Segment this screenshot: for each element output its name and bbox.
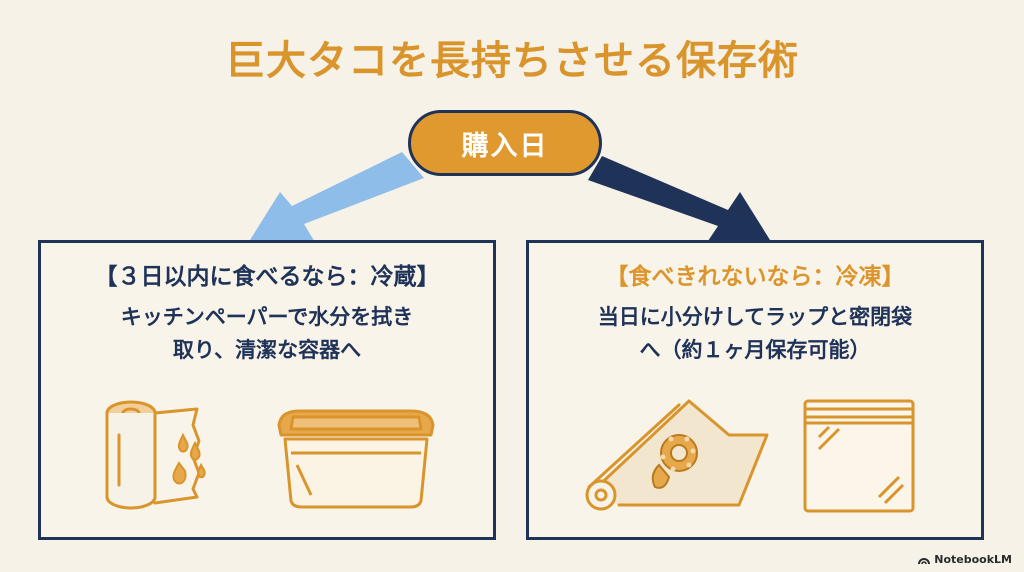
zip-bag-icon [803, 399, 915, 513]
page-title: 巨大タコを長持ちさせる保存術 [225, 38, 799, 84]
food-container-icon [277, 409, 435, 509]
refrigerate-panel: 【３日以内に食べるなら：冷蔵】 キッチンペーパーで水分を拭き 取り、清潔な容器へ [38, 240, 496, 540]
refrigerate-line-1: キッチンペーパーで水分を拭き [120, 305, 414, 329]
freeze-panel: 【食べきれないなら：冷凍】 当日に小分けしてラップと密閉袋 へ（約１ヶ月保存可能… [526, 240, 984, 540]
arrow-to-refrigerate [250, 152, 424, 244]
start-node-purchase-day: 購入日 [408, 110, 602, 176]
arrow-to-freeze [588, 156, 770, 244]
freeze-instructions: 当日に小分けしてラップと密閉袋 へ（約１ヶ月保存可能） [529, 301, 981, 366]
notebooklm-brand: NotebookLM [918, 553, 1012, 566]
brand-label: NotebookLM [934, 553, 1012, 566]
paper-towel-roll-icon [105, 400, 206, 510]
notebooklm-logo-icon [918, 557, 931, 564]
plastic-wrap-octopus-icon [585, 399, 769, 511]
refrigerate-line-2: 取り、清潔な容器へ [172, 337, 362, 362]
freeze-line-2: へ（約１ヶ月保存可能） [639, 337, 871, 362]
freeze-line-1: 当日に小分けしてラップと密閉袋 [597, 305, 913, 329]
refrigerate-instructions: キッチンペーパーで水分を拭き 取り、清潔な容器へ [41, 301, 493, 366]
freeze-heading: 【食べきれないなら：冷凍】 [605, 264, 905, 290]
refrigerate-heading: 【３日以内に食べるなら：冷蔵】 [94, 264, 440, 290]
